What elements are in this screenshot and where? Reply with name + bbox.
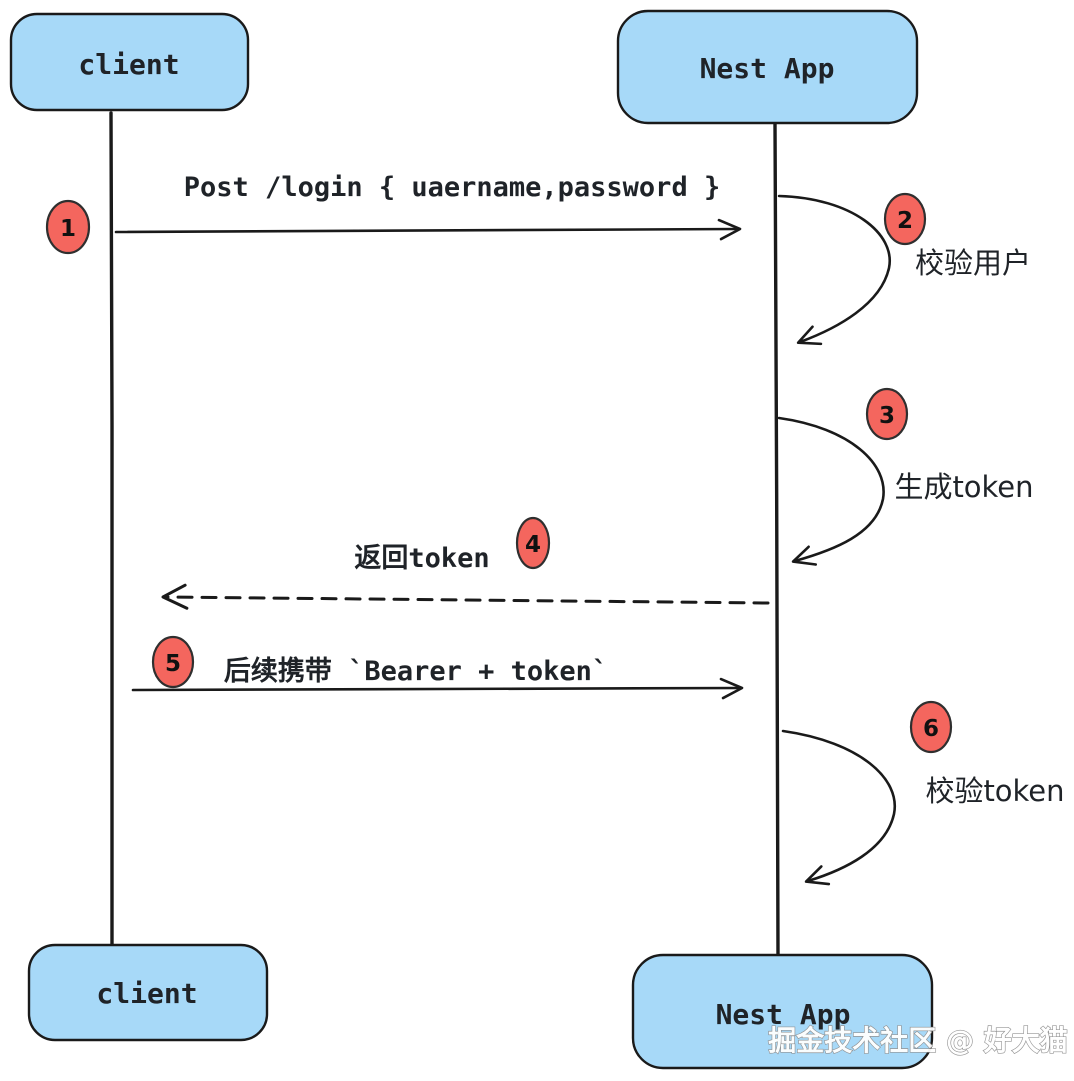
badge-number: 6 [923,716,939,742]
actor-box [9,12,250,112]
step-badge-2: 2 [883,192,927,246]
step-badge-1: 1 [45,199,91,255]
badge-circle [515,516,551,570]
self-loop-verify-user: 校验用户 [777,194,1031,346]
watermark-text: 掘金技术社区 @ 好大猫 [768,1024,1068,1057]
self-action-label: 校验用户 [915,246,1031,280]
loop-arrow [781,729,897,886]
actor-nest-app-bottom: Nest App [631,953,934,1070]
actor-label: Nest App [716,998,851,1031]
self-action-label: 校验token [925,774,1064,808]
badge-circle [909,700,953,754]
lifeline-nest-app [773,122,780,957]
badge-circle [45,199,91,255]
actor-label: client [96,977,197,1010]
self-action-label: 生成token [894,470,1033,504]
actor-label: Nest App [700,52,835,85]
step-badge-4: 4 [515,516,551,570]
solid-arrow [114,218,742,241]
message-label: Post /login { uaername,password } [184,172,720,203]
badge-number: 2 [897,208,913,234]
actor-client-bottom: client [27,943,269,1042]
actor-nest-app-top: Nest App [616,9,919,125]
lifeline-client [109,111,115,947]
actor-box [616,9,919,125]
badge-number: 3 [879,403,895,429]
message-label: 返回token [354,543,489,574]
message-return-token: 返回token [161,543,770,610]
badge-number: 1 [60,216,76,242]
actor-client-top: client [9,12,250,112]
badge-circle [865,387,909,441]
badge-circle [151,635,195,689]
loop-arrow [777,194,892,346]
self-loop-verify-token: 校验token [781,729,1065,886]
actor-box [27,943,269,1042]
badge-number: 4 [525,532,541,558]
actor-box [631,953,934,1070]
solid-arrow [131,677,744,700]
message-label: 后续携带 `Bearer + token` [224,656,608,687]
badge-circle [883,192,927,246]
step-badge-3: 3 [865,387,909,441]
loop-arrow [777,416,885,566]
badge-number: 5 [165,651,181,677]
actor-label: client [78,48,179,81]
message-bearer-request: 后续携带 `Bearer + token` [131,656,744,700]
dashed-arrow [161,583,770,610]
step-badge-5: 5 [151,635,195,689]
self-loop-generate-token: 生成token [777,416,1034,566]
step-badge-6: 6 [909,700,953,754]
message-login-request: Post /login { uaername,password } [114,172,742,241]
